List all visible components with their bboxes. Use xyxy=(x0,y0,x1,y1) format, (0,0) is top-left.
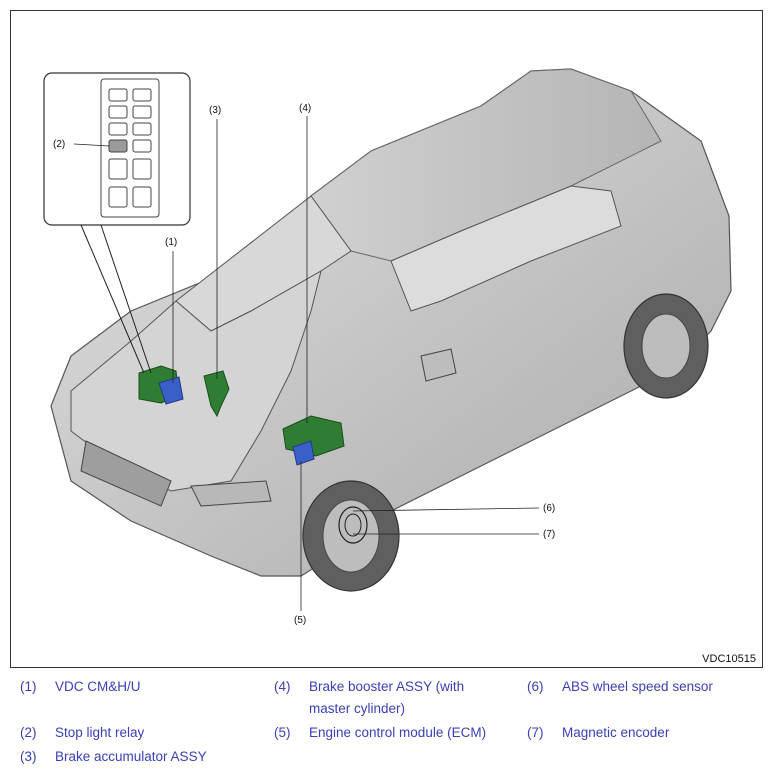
legend-item-1[interactable]: (1) VDC CM&H/U xyxy=(20,676,141,698)
brake-accumulator-component xyxy=(203,370,230,418)
legend-text-line2: master cylinder) xyxy=(309,701,406,716)
legend-item-4[interactable]: (4) Brake booster ASSY (with master cyli… xyxy=(274,676,464,716)
legend-item-3[interactable]: (3) Brake accumulator ASSY xyxy=(20,746,207,768)
figure-code: VDC10515 xyxy=(702,653,756,665)
vdc-cmhu-component xyxy=(138,365,184,405)
legend-num: (7) xyxy=(527,725,544,740)
legend-text: Brake booster ASSY (with xyxy=(309,679,465,694)
callout-4: (4) xyxy=(299,103,311,114)
legend-text: Stop light relay xyxy=(55,725,145,740)
legend-text: VDC CM&H/U xyxy=(55,679,141,694)
legend-text: ABS wheel speed sensor xyxy=(562,679,713,694)
callout-6: (6) xyxy=(543,503,555,514)
legend-item-6[interactable]: (6) ABS wheel speed sensor xyxy=(527,676,713,698)
legend-text: Brake accumulator ASSY xyxy=(55,749,207,764)
diagram-figure: (1) (2) (3) (4) (5) (6) (7) VDC10515 xyxy=(10,10,763,668)
ecm-component xyxy=(292,440,315,466)
callout-2: (2) xyxy=(53,139,65,150)
legend-text: Engine control module (ECM) xyxy=(309,725,487,740)
legend: (1) VDC CM&H/U (2) Stop light relay (3) … xyxy=(0,672,773,774)
legend-num: (4) xyxy=(274,679,291,694)
relay-box-inset xyxy=(43,72,191,374)
legend-num: (6) xyxy=(527,679,544,694)
legend-item-7[interactable]: (7) Magnetic encoder xyxy=(527,722,669,744)
legend-num: (3) xyxy=(20,749,37,764)
car-illustration: (1) (2) (3) (4) (5) (6) (7) xyxy=(43,68,732,626)
legend-item-2[interactable]: (2) Stop light relay xyxy=(20,722,144,744)
callout-7: (7) xyxy=(543,529,555,540)
callout-1: (1) xyxy=(165,237,177,248)
callout-3: (3) xyxy=(209,105,221,116)
legend-num: (1) xyxy=(20,679,37,694)
stop-light-relay xyxy=(108,139,128,153)
legend-num: (2) xyxy=(20,725,37,740)
legend-item-5[interactable]: (5) Engine control module (ECM) xyxy=(274,722,486,744)
callout-leaders xyxy=(73,116,540,611)
legend-num: (5) xyxy=(274,725,291,740)
callout-5: (5) xyxy=(294,615,306,626)
abs-wheel-sensor-detail xyxy=(338,506,368,544)
legend-text: Magnetic encoder xyxy=(562,725,670,740)
